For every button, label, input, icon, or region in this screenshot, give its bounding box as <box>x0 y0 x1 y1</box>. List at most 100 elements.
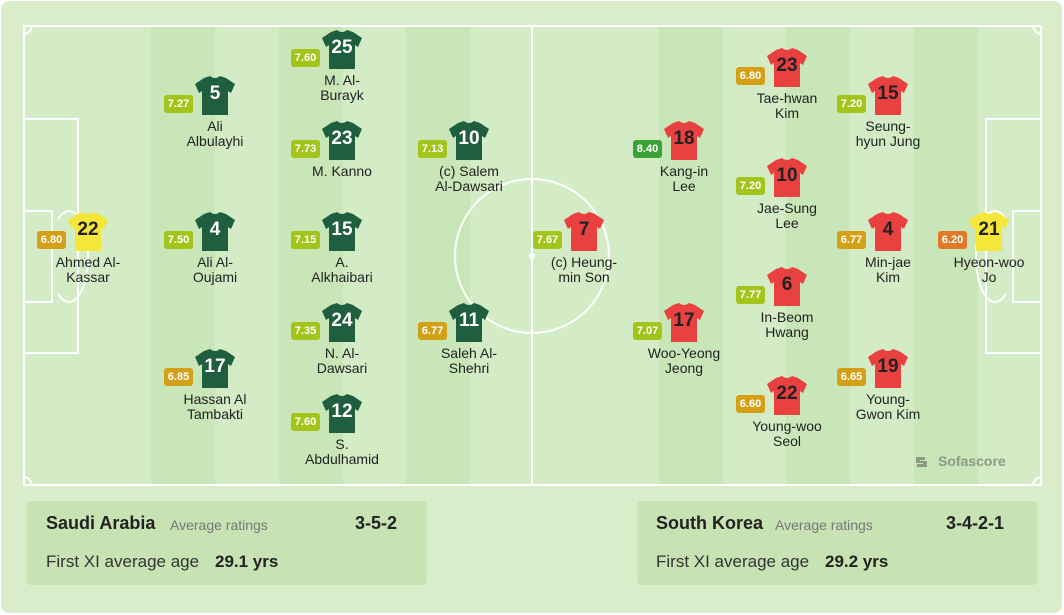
jersey-number: 18 <box>673 128 695 149</box>
rating-badge: 7.67 <box>533 231 562 249</box>
away-formation: 3-4-2-1 <box>946 513 1005 533</box>
player-name-line-2: min Son <box>558 269 610 285</box>
player-name-line-2: Jeong <box>664 360 704 376</box>
jersey-number: 23 <box>331 128 353 149</box>
jersey-number: 4 <box>209 219 221 240</box>
home-age-value: 29.1 yrs <box>215 552 279 571</box>
away-player-1[interactable]: 7 7.67 (c) Heung-min Son <box>509 212 659 302</box>
jersey-icon: 10 <box>449 121 489 161</box>
rating-badge: 6.77 <box>418 322 447 340</box>
jersey-icon: 24 <box>322 303 362 343</box>
player-name: M. Al-Burayk <box>267 73 417 103</box>
player-name-line-1: Young-woo <box>752 418 822 434</box>
player-name-line-2: Lee <box>672 178 696 194</box>
jersey-number: 24 <box>331 310 353 331</box>
player-name-line-1: Tae-hwan <box>756 90 818 106</box>
player-name-line-1: Saleh Al- <box>440 345 498 361</box>
jersey-icon: 23 <box>322 121 362 161</box>
away-average-ratings-label: Average ratings <box>775 517 873 533</box>
player-name: Young-Gwon Kim <box>813 392 963 422</box>
jersey-number: 25 <box>331 37 353 58</box>
player-name-line-1: Seung- <box>865 118 911 134</box>
home-summary-panel: Saudi Arabia Average ratings 3-5-2 First… <box>27 501 427 585</box>
away-age-label: First XI average age <box>656 552 810 571</box>
jersey-icon: 15 <box>322 212 362 252</box>
player-name: Ali Al-Oujami <box>140 255 290 285</box>
rating-badge: 7.35 <box>291 322 320 340</box>
rating-badge: 7.20 <box>736 177 765 195</box>
player-name-line-1: Ahmed Al- <box>55 254 121 270</box>
jersey-icon: 22 <box>68 212 108 252</box>
jersey-number: 12 <box>331 401 353 422</box>
player-name: Saleh Al-Shehri <box>394 346 544 376</box>
jersey-icon: 4 <box>195 212 235 252</box>
player-name-line-1: (c) Heung- <box>550 254 618 270</box>
jersey-icon: 19 <box>868 349 908 389</box>
home-team-name: Saudi Arabia <box>46 513 156 533</box>
player-name-line-1: M. Al- <box>324 72 360 88</box>
player-name-line-2: Dawsari <box>316 360 368 376</box>
player-name-line-1: Hassan Al <box>183 391 247 407</box>
jersey-number: 19 <box>877 356 899 377</box>
player-name-line-1: Ali Al- <box>197 254 233 270</box>
player-name-line-2: Lee <box>775 215 799 231</box>
player-name-line-2: Kim <box>875 269 901 285</box>
rating-badge: 6.60 <box>736 395 765 413</box>
player-name-line-2: Alkhaibari <box>311 269 373 285</box>
away-age-value: 29.2 yrs <box>825 552 889 571</box>
jersey-icon: 5 <box>195 76 235 116</box>
rating-badge: 8.40 <box>633 140 662 158</box>
player-name-line-2: Tambakti <box>186 406 244 422</box>
rating-badge: 7.15 <box>291 231 320 249</box>
home-age-label: First XI average age <box>46 552 200 571</box>
jersey-number: 7 <box>578 219 590 240</box>
rating-badge: 7.50 <box>164 231 193 249</box>
player-name: Ahmed Al-Kassar <box>13 255 163 285</box>
jersey-number: 22 <box>776 383 798 404</box>
jersey-number: 10 <box>458 128 480 149</box>
rating-badge: 7.27 <box>164 95 193 113</box>
jersey-number: 10 <box>776 165 798 186</box>
player-name-line-1: M. Kanno <box>312 163 372 179</box>
player-name-line-2: Oujami <box>192 269 238 285</box>
jersey-icon: 4 <box>868 212 908 252</box>
player-name-line-2: Shehri <box>448 360 490 376</box>
rating-badge: 7.13 <box>418 140 447 158</box>
player-name-line-2: Burayk <box>320 87 364 103</box>
jersey-number: 5 <box>209 83 221 104</box>
jersey-icon: 10 <box>767 158 807 198</box>
rating-badge: 6.80 <box>736 67 765 85</box>
brand-label: Sofascore <box>938 453 1006 469</box>
jersey-number: 17 <box>204 356 226 377</box>
jersey-icon: 6 <box>767 267 807 307</box>
rating-badge: 6.85 <box>164 368 193 386</box>
jersey-number: 11 <box>458 310 480 331</box>
player-name-line-1: Hyeon-woo <box>953 254 1025 270</box>
